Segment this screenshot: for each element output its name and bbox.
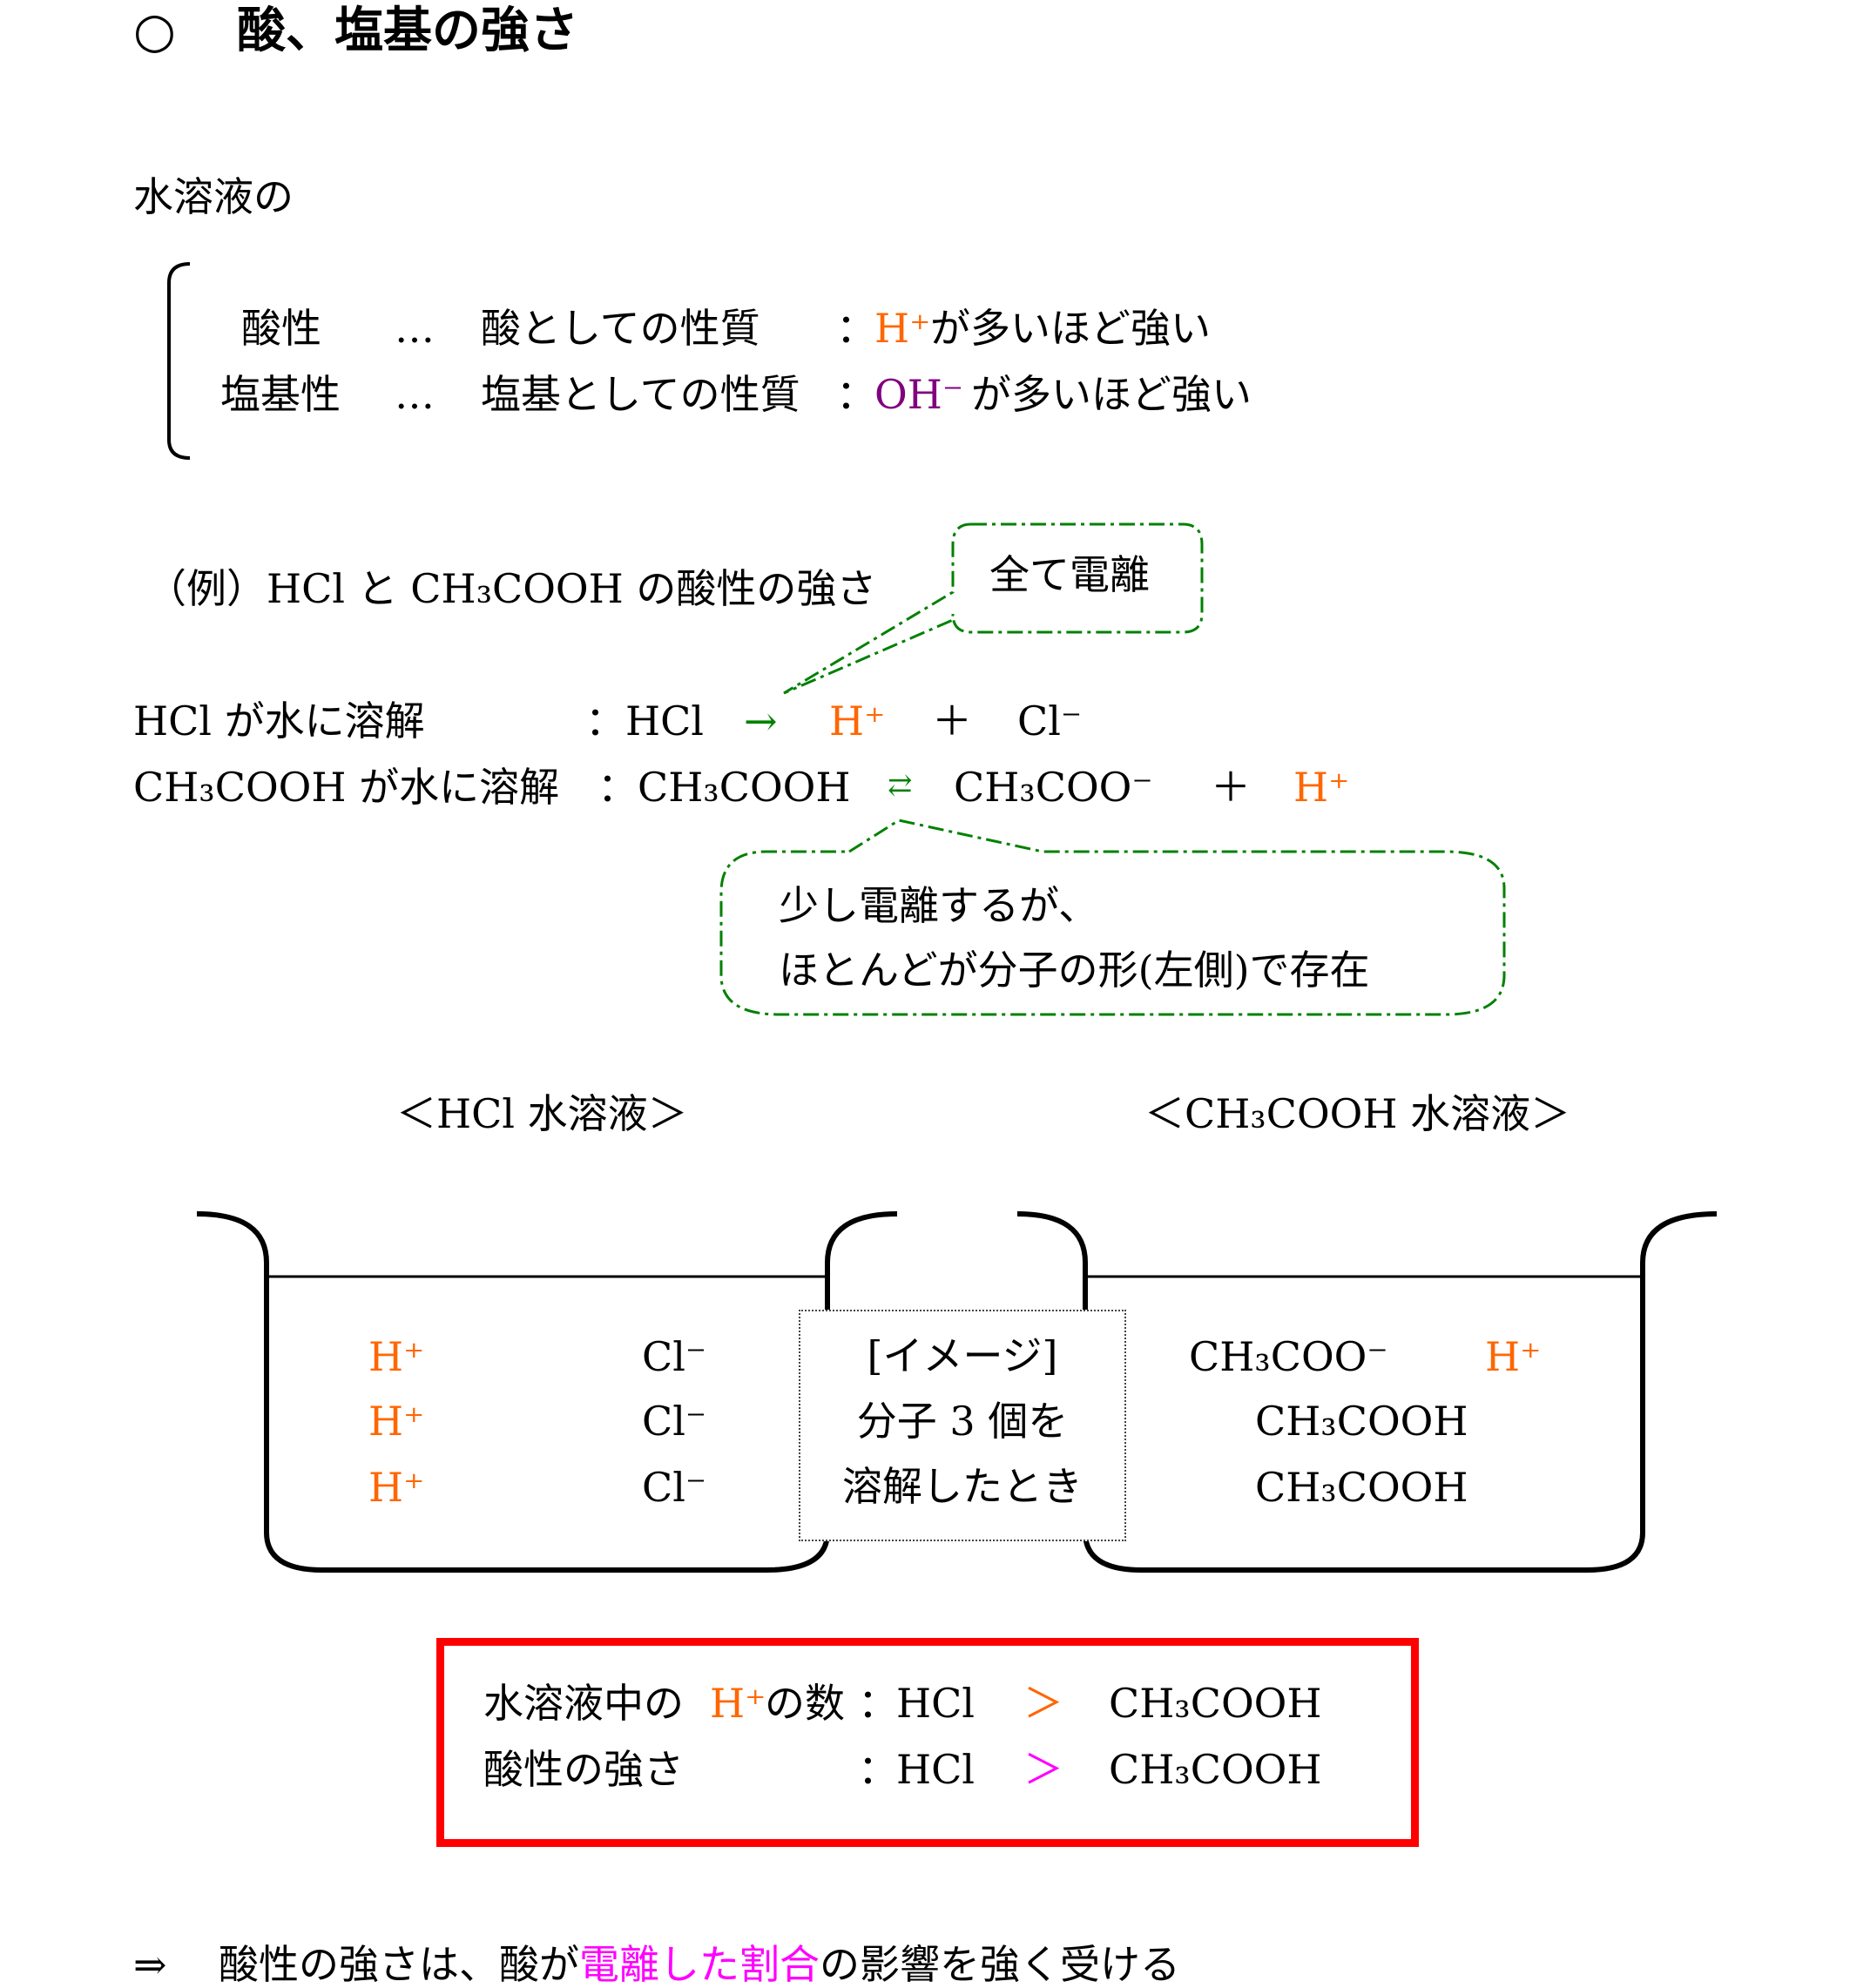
conclusion-post: の影響を強く受ける xyxy=(820,1941,1180,1988)
summary-row1-left: HCl xyxy=(896,1680,976,1727)
conclusion-text: 酸性の強さは、酸が電離した割合の影響を強く受ける xyxy=(219,1944,1180,1985)
ion-acetate: CH₃COO⁻ xyxy=(1189,1333,1388,1380)
callout-partial-line-1: 少し電離するが、 xyxy=(779,882,1099,929)
summary-row2-left: HCl xyxy=(896,1746,976,1793)
summary-row2-right: CH₃COOH xyxy=(1109,1746,1322,1793)
arrow-right-icon: → xyxy=(744,697,778,745)
summary-row1-pre: 水溶液中の xyxy=(483,1680,684,1727)
image-note-box: [イメージ] 分子 3 個を 溶解したとき xyxy=(799,1310,1126,1541)
molecule-acetic-acid: CH₃COOH xyxy=(1255,1464,1468,1511)
callout-partial-ionization xyxy=(719,819,1506,1016)
bracket xyxy=(167,262,191,460)
beaker-right xyxy=(1016,1211,1718,1573)
image-note-line-1: [イメージ] xyxy=(867,1332,1058,1379)
ion-h: H⁺ xyxy=(368,1398,425,1445)
conclusion-highlight: 電離した割合 xyxy=(579,1941,820,1988)
property-tail-base: が多いほど強い xyxy=(971,371,1252,418)
ion-h: H⁺ xyxy=(1293,764,1350,811)
callout-full-text: 全て電離 xyxy=(989,551,1150,598)
colon: ： xyxy=(858,1680,898,1727)
summary-row1-post: の数 xyxy=(765,1680,845,1727)
image-note-line-2: 分子 3 個を xyxy=(856,1398,1069,1445)
property-tail-acid: が多いほど強い xyxy=(930,305,1211,352)
acetic-line-label: CH₃COOH が水に溶解 xyxy=(133,764,560,811)
hcl-line-label: HCl が水に溶解 xyxy=(133,697,425,745)
dots: … xyxy=(395,371,435,418)
example-heading: （例）HCl と CH₃COOH の酸性の強さ xyxy=(146,565,877,612)
greater-than: ＞ xyxy=(1023,1746,1063,1793)
callout-partial-line-2: ほとんどが分子の形(左側)で存在 xyxy=(779,947,1370,994)
property-name-base: 塩基性 xyxy=(220,371,341,418)
left-beaker-label: ＜HCl 水溶液＞ xyxy=(396,1090,688,1137)
plus: ＋ xyxy=(932,697,972,745)
ion-h: H⁺ xyxy=(368,1464,425,1511)
property-desc-acid: 酸としての性質 xyxy=(481,305,760,352)
colon: ： xyxy=(858,1746,898,1793)
image-note-line-3: 溶解したとき xyxy=(842,1463,1083,1510)
property-desc-base: 塩基としての性質 xyxy=(481,371,800,418)
ion-cl: Cl⁻ xyxy=(642,1464,707,1511)
plus: ＋ xyxy=(1211,764,1251,811)
ion-acetate: CH₃COO⁻ xyxy=(954,764,1153,811)
implies-arrow-icon: ⇒ xyxy=(133,1941,167,1988)
ion-h: H⁺ xyxy=(368,1333,425,1380)
ion-h: H⁺ xyxy=(1485,1333,1542,1380)
property-name-acid: 酸性 xyxy=(241,305,321,352)
acetic-formula: ：CH₃COOH xyxy=(597,764,851,811)
ion-h: H⁺ xyxy=(829,697,886,745)
ion-cl: Cl⁻ xyxy=(642,1333,707,1380)
hcl-formula: ：HCl xyxy=(585,697,705,745)
right-beaker-label: ＜CH₃COOH 水溶液＞ xyxy=(1144,1090,1571,1137)
callout-full-ionization xyxy=(783,522,1204,695)
colon: ： xyxy=(836,371,876,418)
greater-than: ＞ xyxy=(1023,1680,1063,1727)
beaker-left xyxy=(196,1211,898,1573)
title-bullet: ○ xyxy=(133,3,176,59)
summary-row2-pre: 酸性の強さ xyxy=(483,1746,684,1793)
intro-text: 水溶液の xyxy=(133,173,294,220)
ion-oh: OH⁻ xyxy=(874,371,964,418)
page-title: 酸、塩基の強さ xyxy=(237,3,578,59)
conclusion-pre: 酸性の強さは、酸が xyxy=(219,1941,579,1988)
dots: … xyxy=(395,305,435,352)
molecule-acetic-acid: CH₃COOH xyxy=(1255,1398,1468,1445)
equilibrium-arrow-icon: ⇄ xyxy=(888,768,913,803)
colon: ： xyxy=(836,305,876,352)
ion-cl: Cl⁻ xyxy=(1017,697,1083,745)
summary-row1-right: CH₃COOH xyxy=(1109,1680,1322,1727)
ion-cl: Cl⁻ xyxy=(642,1398,707,1445)
ion-h: H⁺ xyxy=(874,305,931,352)
summary-box xyxy=(436,1638,1419,1847)
ion-h: H⁺ xyxy=(710,1680,766,1727)
